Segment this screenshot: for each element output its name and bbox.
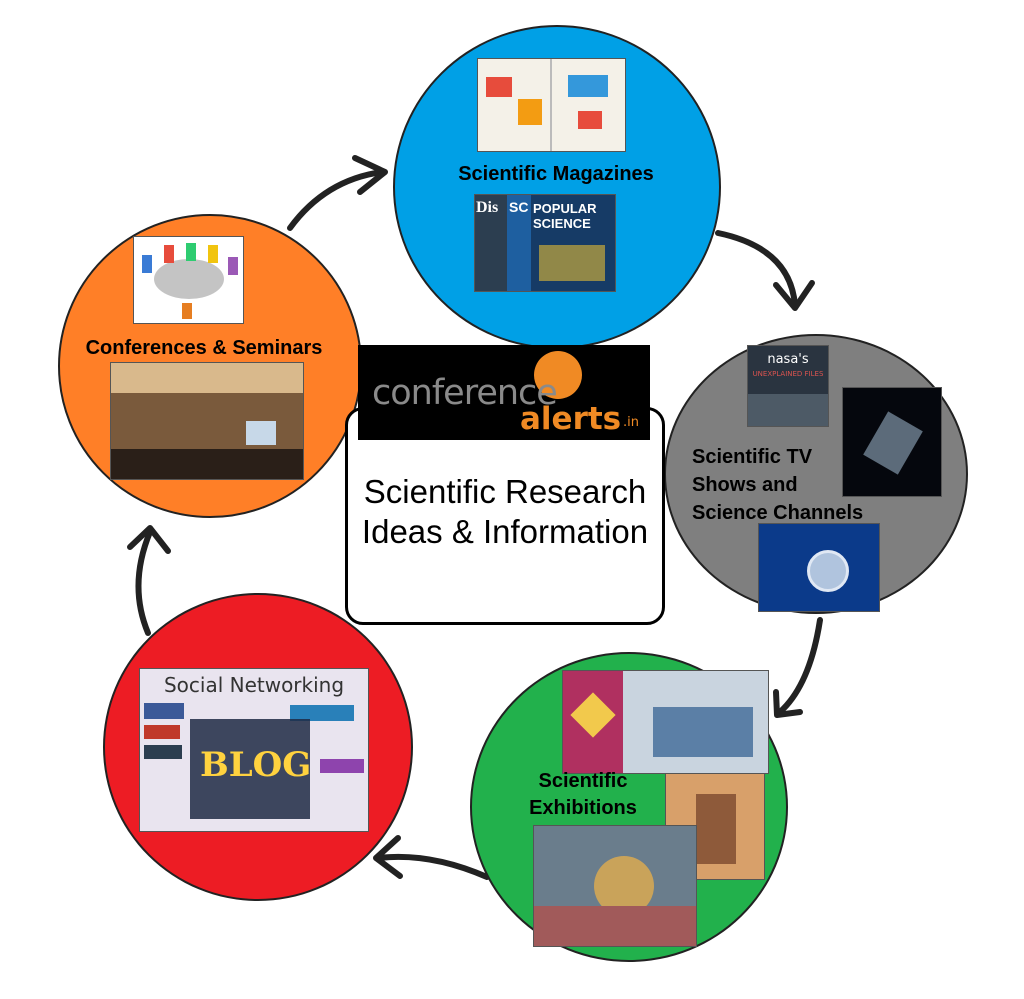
arrow-tv-to-exhibitions <box>777 617 823 715</box>
arrow-social-to-conferences-head <box>127 525 171 554</box>
arrow-exhibitions-to-social <box>375 853 490 880</box>
arrow-social-to-conferences <box>135 529 153 636</box>
exhibition-photo-1 <box>562 670 769 774</box>
cover-discover-title: Dis <box>476 199 499 216</box>
logo-word-conference: conference <box>372 373 558 413</box>
arrow-exhibitions-to-social-head <box>373 835 403 879</box>
center-topic-line1: Scientific Research <box>363 473 647 510</box>
space-telescope-thumbnail <box>842 387 942 497</box>
cover-popsci-title-1: POPULAR <box>533 201 597 216</box>
cover-popsci-title-2: SCIENCE <box>533 216 591 231</box>
exhibition-photo-3 <box>533 825 697 947</box>
conference-hall-photo <box>110 362 304 480</box>
blog-text: BLOG <box>200 745 312 785</box>
center-topic-line2: Ideas & Information <box>361 512 649 550</box>
exhibitions-label: Scientific Exhibitions <box>529 770 637 819</box>
logo-word-in: .in <box>623 415 639 430</box>
magazine-covers-image: Dis SC POPULAR SCIENCE <box>474 194 616 292</box>
logo-word-alerts: alerts <box>520 401 622 437</box>
center-topic-text: Scientific Research Ideas & Information <box>348 472 662 551</box>
tv-label: Scientific TV Shows and Science Channels <box>692 446 864 524</box>
magazine-spread-image <box>477 58 626 152</box>
social-networking-collage: Social Networking BLOG <box>139 668 369 832</box>
arrow-magazines-to-tv-head <box>773 280 815 311</box>
nasa-files-thumbnail: nasa's UNEXPLAINED FILES <box>747 345 829 427</box>
conferences-label: Conferences & Seminars <box>85 337 323 359</box>
conference-alerts-logo: conference alerts .in <box>358 345 650 440</box>
center-topic-box: Scientific Research Ideas & Information <box>345 407 665 625</box>
cover-sci-title: SC <box>509 199 529 215</box>
social-networking-title: Social Networking <box>163 673 345 697</box>
nasa-thumb-line2: UNEXPLAINED FILES <box>752 370 824 378</box>
arrow-conferences-to-magazines <box>287 169 385 231</box>
globe-icon <box>534 351 582 399</box>
arrow-tv-to-exhibitions-head <box>773 689 803 718</box>
arrow-conferences-to-magazines-head <box>352 155 388 195</box>
meeting-table-icon <box>133 236 244 324</box>
magazines-label: Scientific Magazines <box>458 163 654 185</box>
cyber-eye-thumbnail <box>758 523 880 612</box>
arrow-magazines-to-tv <box>715 230 798 308</box>
nasa-thumb-line1: nasa's <box>767 352 809 367</box>
